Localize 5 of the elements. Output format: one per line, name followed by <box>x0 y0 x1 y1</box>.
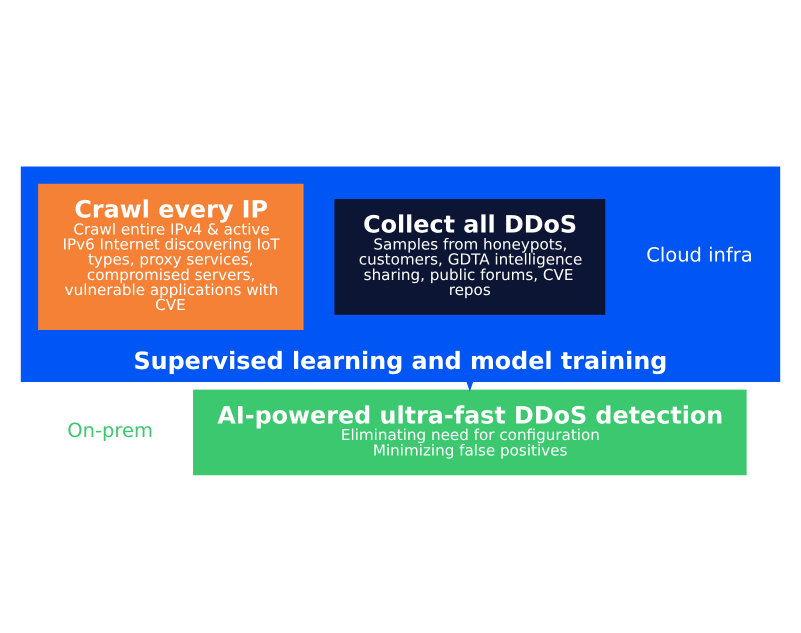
node-box: Crawl every IP Crawl entire IPv4 & active IPv6 Internet discovering IoT types, proxy services, compromised servers, vulnerable applications with CVE <box>38 184 304 330</box>
node-label: On-prem <box>67 419 154 442</box>
node-label: Cloud infra <box>646 244 753 267</box>
node-box: AI-powered ultra-fast DDoS detection Eliminating need for configuration Minimizing false positives <box>193 390 747 476</box>
node-box: Collect all DDoS Samples from honeypots, customers, GDTA intelligence sharing, public forums, CVE repos <box>334 198 606 315</box>
